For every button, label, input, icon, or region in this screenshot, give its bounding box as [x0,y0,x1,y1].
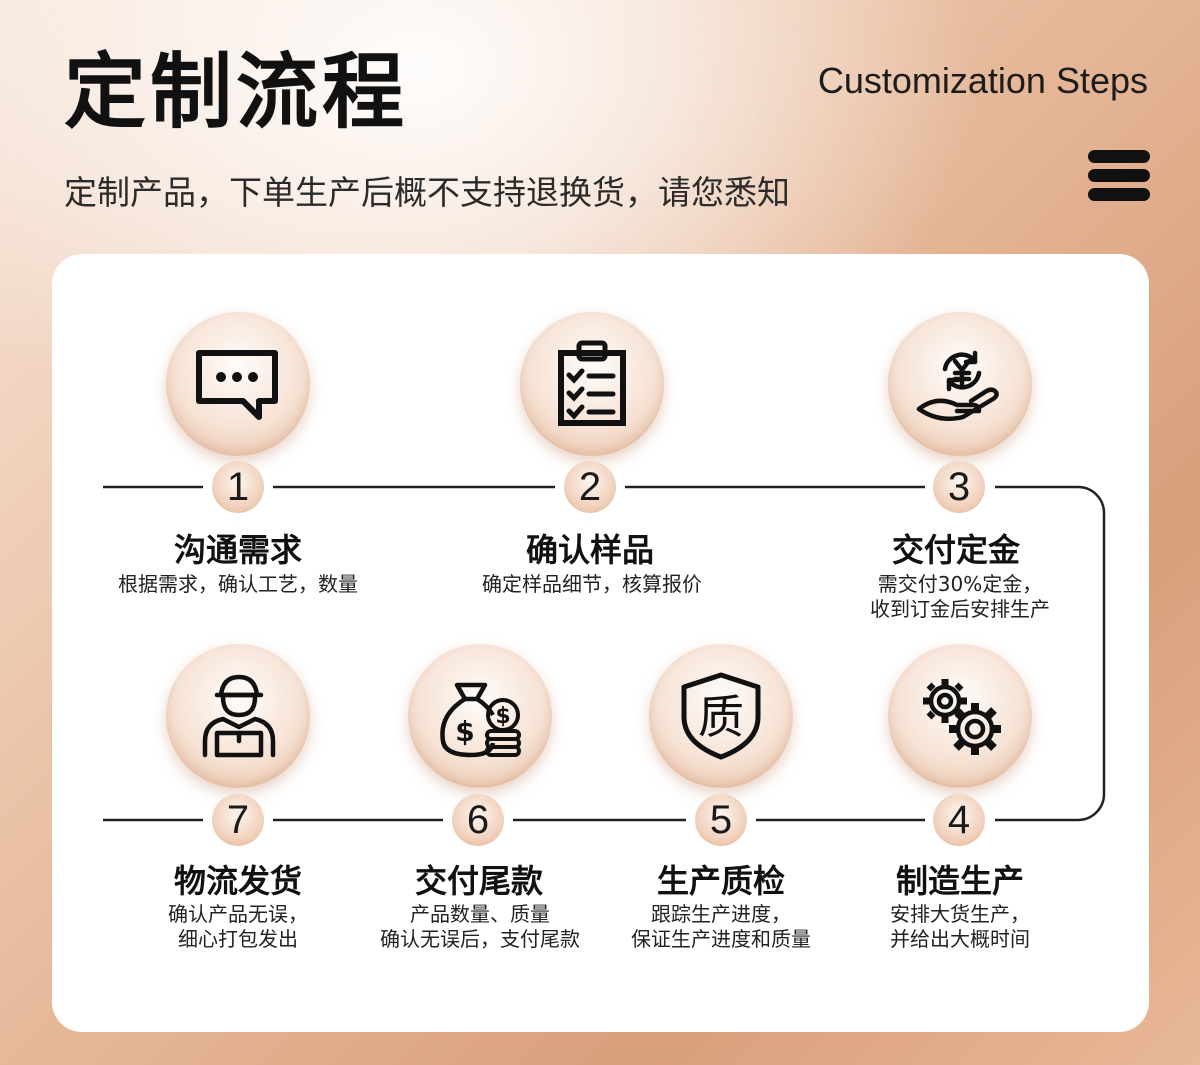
step-3-icon-circle [888,312,1032,456]
notice-text: 定制产品，下单生产后概不支持退换货，请您悉知 [64,173,790,212]
step-4-icon-circle [888,644,1032,788]
chat-bubble-icon [196,350,278,420]
step-2-desc: 确定样品细节，核算报价 [482,572,702,596]
step-7-title: 物流发货 [173,862,302,900]
yuan-hand-icon [916,350,999,421]
menu-icon[interactable] [1088,150,1150,202]
delivery-person-icon [202,674,276,758]
step-2-icon-circle [520,312,664,456]
gears-icon [923,679,1001,755]
clipboard-checklist-icon [558,340,626,426]
svg-text:$: $ [455,715,474,748]
step-7-desc: 确认产品无误， 细心打包发出 [168,902,308,951]
step-2-title: 确认样品 [525,531,654,569]
step-3-desc: 需交付30%定金， 收到订金后安排生产 [870,572,1050,621]
step-5-title: 生产质检 [656,862,785,900]
step-5-number: 5 [695,794,747,846]
step-3-title: 交付定金 [891,531,1020,569]
step-1-icon-circle [166,312,310,456]
subtitle-english: Customization Steps [817,60,1148,101]
step-5-icon-circle: 质 [649,644,793,788]
step-4-number: 4 [933,794,985,846]
page-title: 定制流程 [64,45,409,140]
step-6-number: 6 [452,794,504,846]
step-7-icon-circle [166,644,310,788]
step-1-desc: 根据需求，确认工艺，数量 [118,572,358,596]
step-1-title: 沟通需求 [173,531,302,569]
step-6-icon-circle: $ $ [408,644,552,788]
step-5-desc: 跟踪生产进度， 保证生产进度和质量 [631,902,811,951]
svg-text:$: $ [495,704,510,729]
step-1-number: 1 [212,461,264,513]
step-4-title: 制造生产 [895,862,1024,900]
svg-text:质: 质 [698,690,744,744]
step-3-number: 3 [933,461,985,513]
money-bag-icon: $ $ [440,682,521,758]
step-4-desc: 安排大货生产， 并给出大概时间 [890,902,1030,951]
step-2-number: 2 [564,461,616,513]
quality-shield-icon: 质 [681,672,761,760]
step-7-number: 7 [212,794,264,846]
step-6-title: 交付尾款 [414,862,543,900]
step-6-desc: 产品数量、质量 确认无误后，支付尾款 [380,902,580,951]
